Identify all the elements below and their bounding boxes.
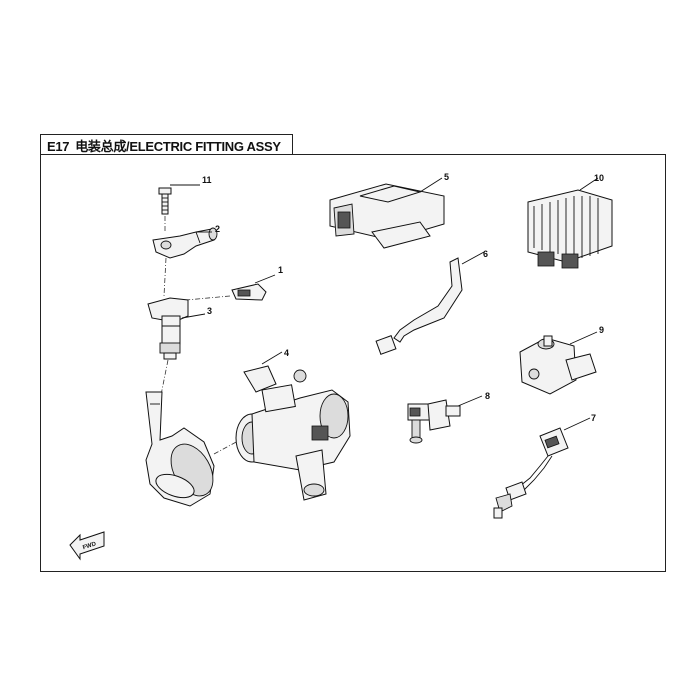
part-4-throttle-body (235, 365, 351, 501)
title-code: E17 (47, 139, 70, 154)
part-1-clip (231, 283, 267, 301)
leader-8 (457, 395, 483, 407)
leader-3 (181, 313, 206, 319)
title-tab (40, 134, 293, 155)
callout-1: 1 (278, 265, 283, 275)
leader-4 (261, 351, 283, 365)
leader-7 (563, 417, 591, 431)
direction-marker: FWD (69, 531, 105, 561)
leader-6 (461, 251, 485, 265)
part-2-fuel-connector (152, 227, 218, 259)
leader-9 (569, 331, 598, 345)
callout-6: 6 (483, 249, 488, 259)
part-6-ignition-lead (375, 257, 463, 355)
callout-8: 8 (485, 391, 490, 401)
callout-10: 10 (594, 173, 604, 183)
part-10-regulator-rectifier (527, 189, 613, 269)
part-9-sensor (519, 335, 597, 395)
axis-line-injector (163, 257, 167, 297)
leader-5 (419, 177, 443, 193)
part-11-bolt (158, 187, 172, 215)
part-8-sensor (407, 399, 461, 444)
callout-2: 2 (215, 224, 220, 234)
diagram-frame (40, 154, 666, 572)
part-3-fuel-injector (147, 297, 189, 360)
leader-1 (254, 274, 276, 284)
title-name: 电装总成/ELECTRIC FITTING ASSY (75, 139, 281, 154)
axis-line-throttle (213, 439, 241, 455)
callout-11: 11 (202, 175, 212, 185)
part-7-oxygen-sensor (493, 427, 569, 519)
intake-manifold-boot (145, 391, 215, 507)
axis-line-clip (185, 295, 231, 301)
callout-3: 3 (207, 306, 212, 316)
callout-4: 4 (284, 348, 289, 358)
diagram-title: E17 电装总成/ELECTRIC FITTING ASSY (47, 136, 281, 155)
leader-10 (579, 177, 599, 191)
direction-marker-label: FWD (82, 541, 97, 551)
callout-7: 7 (591, 413, 596, 423)
callout-5: 5 (444, 172, 449, 182)
callout-9: 9 (599, 325, 604, 335)
part-5-ecu (329, 183, 445, 249)
